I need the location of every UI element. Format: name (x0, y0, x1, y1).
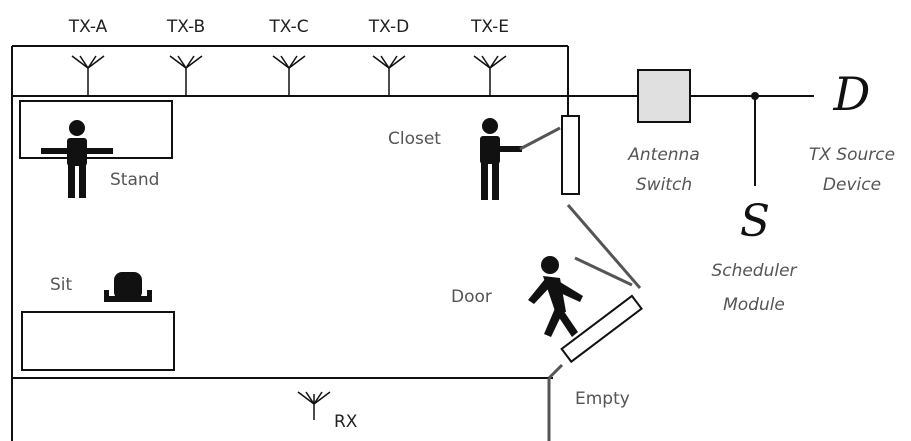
antenna-icon (272, 55, 306, 96)
sit-label: Sit (50, 275, 73, 295)
tx-c-label: TX-C (268, 17, 308, 37)
antenna-icon (473, 55, 507, 96)
door-label: Door (451, 287, 492, 307)
room-walls (11, 45, 642, 441)
antenna-switch-box (637, 69, 691, 123)
rx-label: RX (334, 412, 358, 432)
person-walking-icon (528, 256, 583, 337)
sit-desk (21, 311, 175, 371)
scheduler-label-line2: Module (723, 295, 785, 315)
empty-label: Empty (575, 389, 630, 409)
person-standing-icon (41, 120, 113, 198)
source-symbol: D (833, 67, 871, 121)
source-label-line1: TX Source (809, 145, 895, 165)
tx-e-label: TX-E (470, 17, 509, 37)
antenna-icon (71, 55, 105, 96)
antenna-switch-label-line2: Switch (636, 175, 692, 195)
closet-panel (561, 115, 580, 195)
closet-link (519, 126, 561, 151)
person-closet-icon (480, 118, 522, 200)
tx-a-label: TX-A (68, 17, 108, 37)
antenna-switch-label-line1: Antenna (627, 145, 700, 165)
tx-d-label: TX-D (368, 17, 409, 37)
closet-label: Closet (388, 129, 441, 149)
stand-label: Stand (110, 170, 159, 190)
antenna-icon (297, 391, 331, 420)
source-label-line2: Device (823, 175, 881, 195)
scheduler-symbol: S (740, 196, 770, 247)
antenna-icon (169, 55, 203, 96)
chair-icon (104, 272, 152, 302)
stand-desk (19, 100, 173, 159)
tx-b-label: TX-B (166, 17, 205, 37)
antenna-icon (372, 55, 406, 96)
scheduler-label-line1: Scheduler (711, 261, 797, 281)
door-panel (560, 294, 643, 364)
